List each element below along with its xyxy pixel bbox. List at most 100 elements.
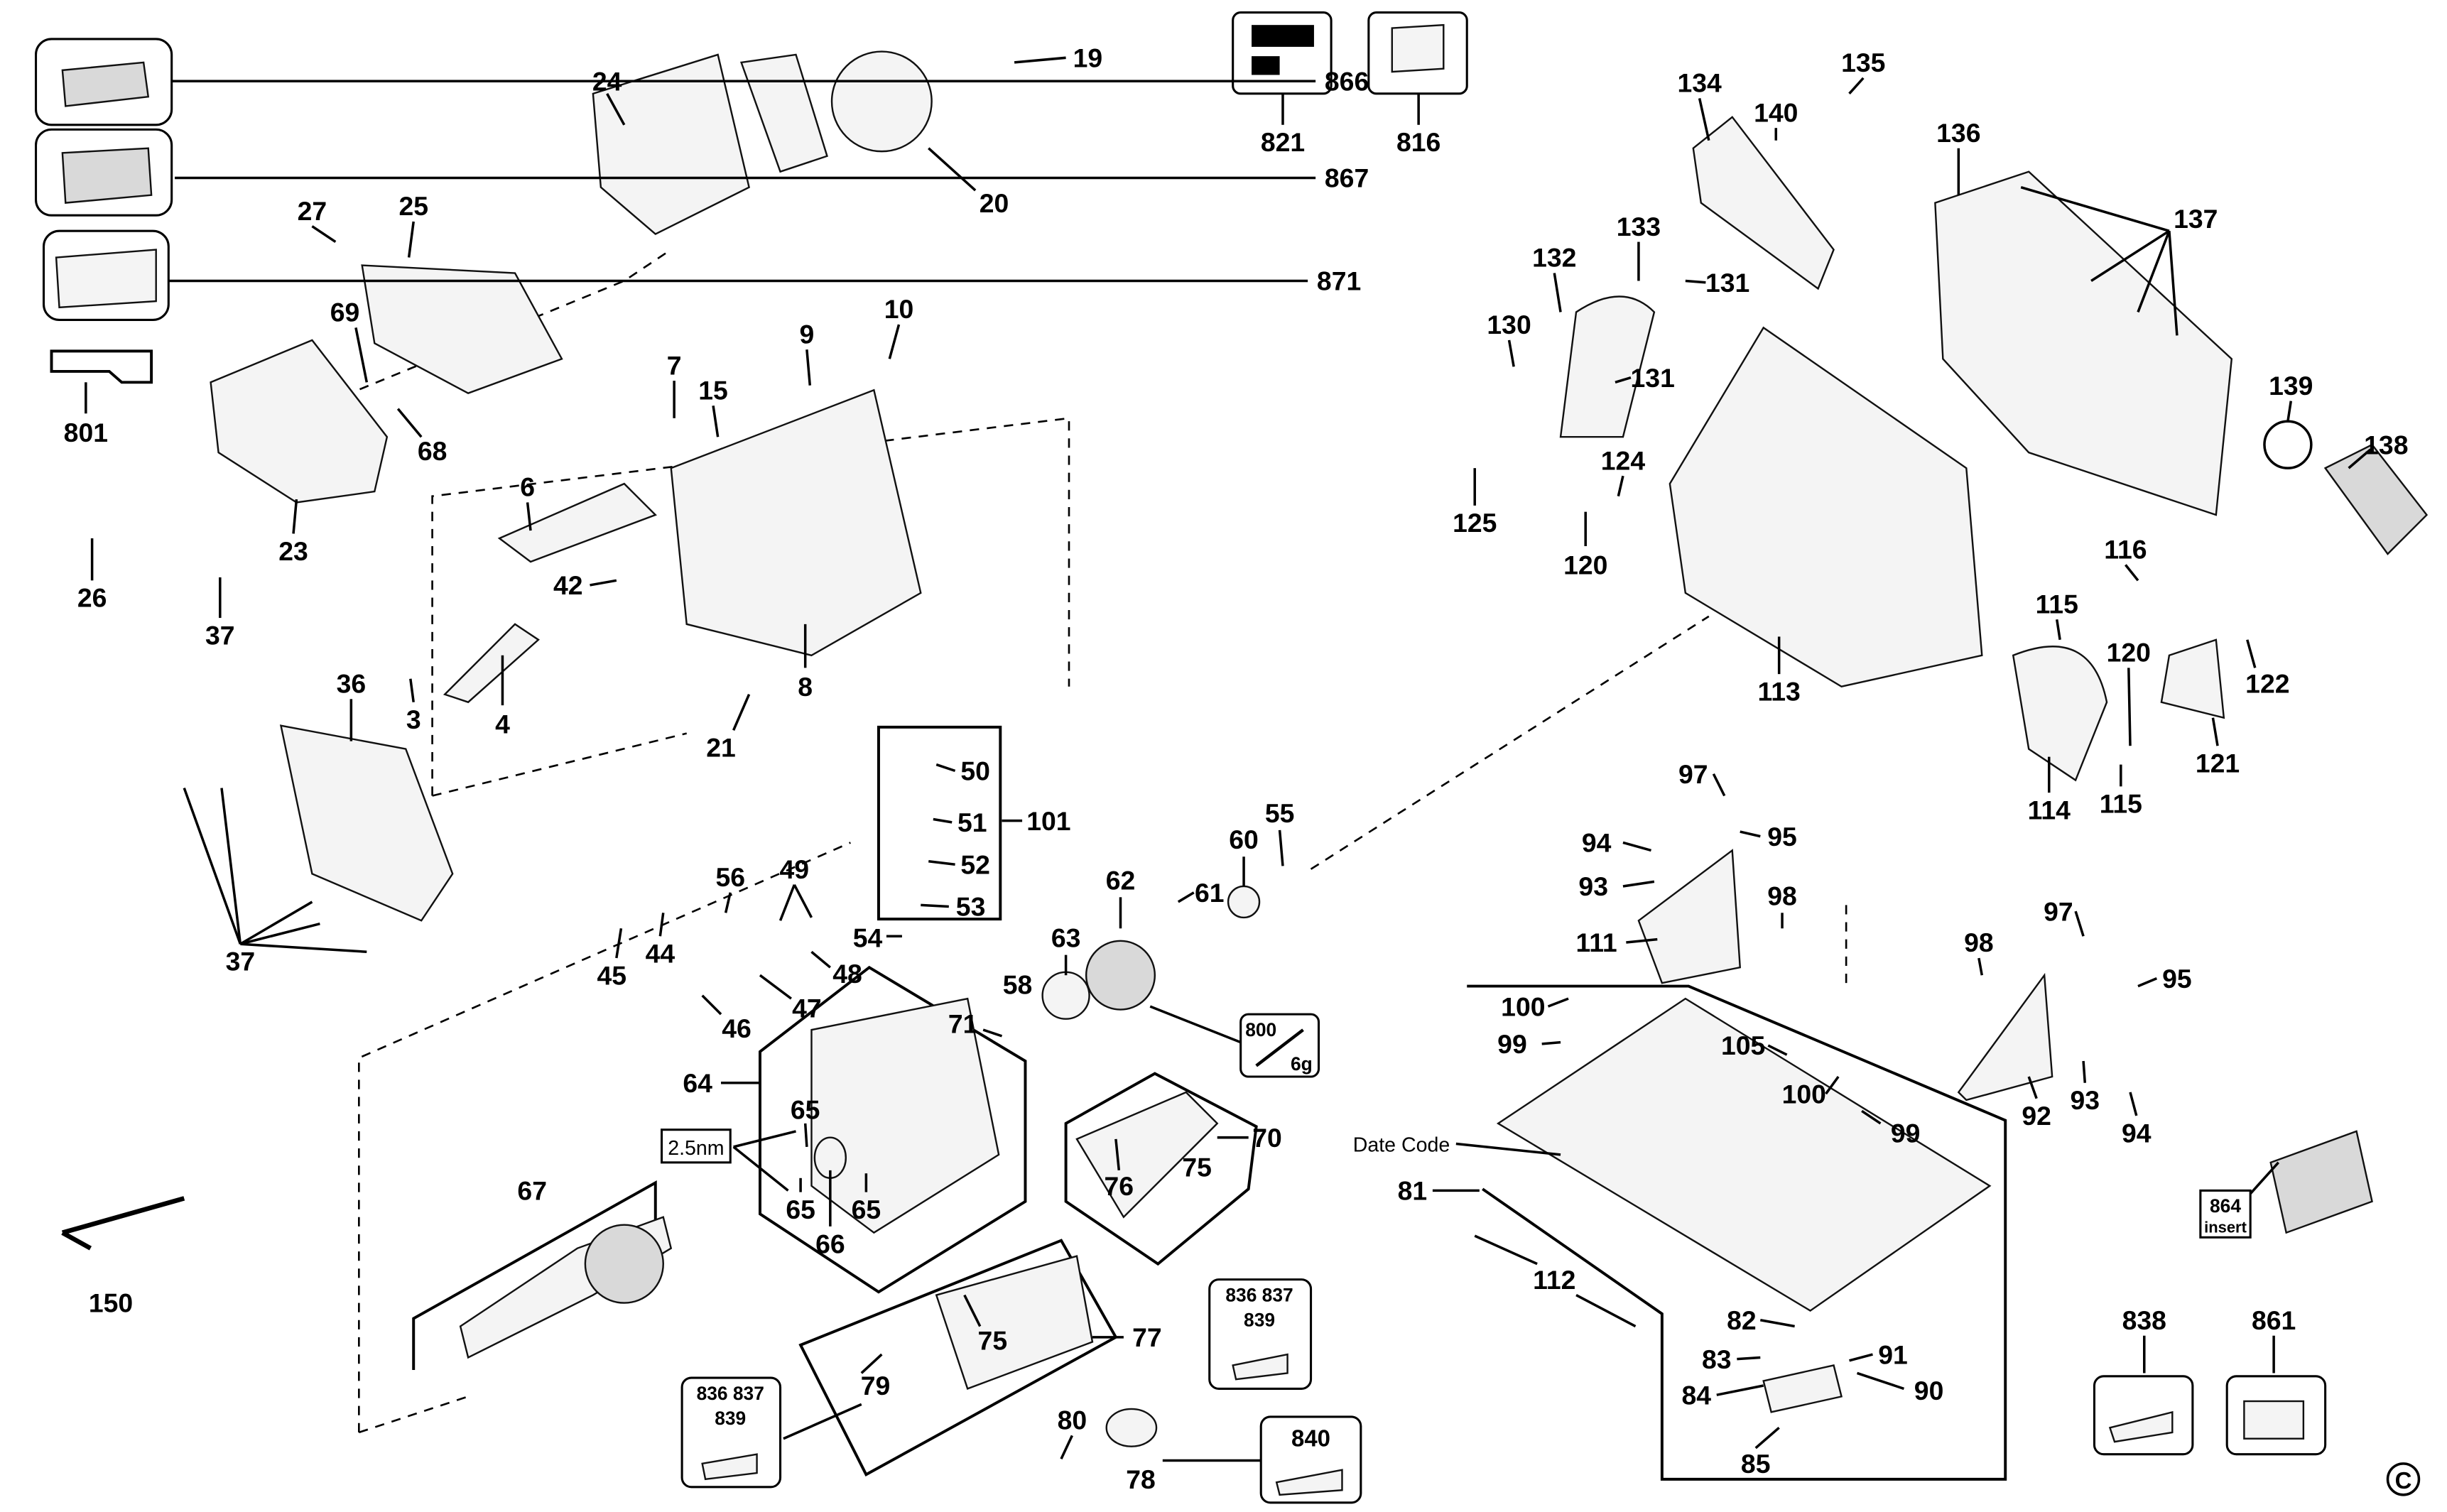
leader-line bbox=[2211, 717, 2219, 746]
leader-line bbox=[963, 1294, 982, 1327]
shield-121 bbox=[2160, 638, 2225, 719]
part-number-label: 134 bbox=[1677, 68, 1722, 98]
part-number-label: 816 bbox=[1396, 127, 1440, 157]
leader-line bbox=[239, 922, 320, 945]
leader-line bbox=[982, 1028, 1003, 1038]
gasket-63 bbox=[1041, 971, 1090, 1020]
part-number-label: 140 bbox=[1754, 97, 1798, 127]
part-number-label: 10 bbox=[884, 294, 914, 324]
part-number-label: 15 bbox=[698, 375, 728, 405]
part-801-shape bbox=[50, 349, 153, 384]
leader-line bbox=[759, 974, 792, 1000]
part-number-label: 150 bbox=[89, 1288, 133, 1318]
housing-25 bbox=[361, 264, 563, 395]
armature-fan bbox=[584, 1224, 664, 1304]
insert-box bbox=[2199, 1189, 2252, 1239]
part-number-label: 37 bbox=[205, 620, 235, 650]
part-number-label: 94 bbox=[1582, 828, 1612, 858]
part-number-label: 3 bbox=[406, 705, 421, 734]
part-number-label: 54 bbox=[853, 923, 883, 953]
copyright-mark: C bbox=[2395, 1467, 2412, 1494]
part-number-label: 76 bbox=[1105, 1171, 1134, 1201]
leader-line bbox=[1716, 1384, 1764, 1396]
part-number-label: 21 bbox=[706, 733, 736, 763]
leader-line bbox=[1977, 957, 1984, 976]
leader-line bbox=[220, 788, 242, 945]
charger-icon bbox=[61, 147, 153, 204]
part-number-label: 867 bbox=[1325, 163, 1369, 193]
part-number-label: 71 bbox=[948, 1008, 978, 1038]
part-number-label: 68 bbox=[418, 436, 447, 466]
leader-line bbox=[2137, 230, 2171, 313]
leader-line bbox=[590, 579, 617, 587]
dash-line-gear-bottom bbox=[358, 1396, 469, 1434]
leader-line bbox=[928, 860, 955, 866]
part-number-label: 65 bbox=[786, 1195, 815, 1224]
part-number-label: 98 bbox=[1964, 928, 1994, 957]
kit-838-icon bbox=[2108, 1410, 2174, 1443]
leader-line bbox=[396, 408, 423, 438]
part-number-label: 6 bbox=[520, 472, 535, 502]
part-number-label: 67 bbox=[517, 1176, 547, 1206]
part-number-label: 62 bbox=[1106, 865, 1136, 895]
part-number-label: 115 bbox=[2036, 589, 2078, 619]
leader-line bbox=[1737, 1356, 1761, 1361]
leader-line bbox=[1547, 997, 1569, 1008]
part-number-label: 82 bbox=[1727, 1305, 1757, 1335]
part-number-label: 95 bbox=[1767, 822, 1797, 852]
leader-line bbox=[1114, 1138, 1121, 1170]
leader-line bbox=[1856, 1371, 1904, 1391]
leader-line bbox=[1698, 98, 1710, 141]
leader-line bbox=[1685, 279, 1706, 284]
leader-line bbox=[1617, 475, 1624, 497]
part-number-label: 131 bbox=[1705, 268, 1749, 298]
part-number-label: 115 bbox=[2100, 789, 2142, 819]
part-number-label: 84 bbox=[1681, 1380, 1711, 1410]
leader-line bbox=[2127, 668, 2132, 746]
part-number-label: 48 bbox=[832, 959, 862, 989]
leader-line bbox=[1149, 1005, 1242, 1044]
insert-text: insert bbox=[2204, 1219, 2247, 1236]
leader-line bbox=[1861, 1109, 1882, 1125]
leader-line bbox=[615, 928, 623, 959]
frame-64 bbox=[758, 965, 1027, 1294]
part-number-label: 866 bbox=[1325, 66, 1369, 96]
part-number-label: 20 bbox=[980, 188, 1009, 218]
leader-line bbox=[928, 147, 977, 192]
leader-line bbox=[658, 913, 665, 937]
part-number-label: 121 bbox=[2196, 749, 2240, 778]
part-number-label: 46 bbox=[722, 1013, 752, 1043]
part-number-label: 51 bbox=[957, 807, 987, 837]
box-texts: 2.5nm 800 6g 864 insert 836 837 839 836 … bbox=[668, 1019, 2411, 1494]
part-number-label: 95 bbox=[2162, 964, 2192, 994]
case-864 bbox=[2269, 1130, 2373, 1234]
leader-line bbox=[1622, 841, 1651, 852]
leader-line bbox=[2027, 1076, 2038, 1099]
kit-a-line1: 836 837 bbox=[1225, 1284, 1293, 1305]
part-number-label: 100 bbox=[1782, 1079, 1826, 1109]
guard-113 bbox=[1669, 326, 1983, 688]
leader-line bbox=[239, 901, 313, 945]
leader-line bbox=[2090, 229, 2170, 282]
part-number-label: 105 bbox=[1721, 1030, 1765, 1060]
part-number-label: 64 bbox=[683, 1068, 712, 1098]
leader-line bbox=[935, 763, 956, 773]
leader-line bbox=[407, 221, 415, 258]
part-number-label: 101 bbox=[1026, 806, 1070, 836]
part-number-label: 7 bbox=[667, 350, 682, 380]
battery-pack-icon bbox=[55, 249, 157, 309]
handle-6 bbox=[497, 482, 657, 563]
leader-line bbox=[1177, 891, 1195, 903]
date-code-label: Date Code bbox=[1353, 1133, 1450, 1156]
part-number-label: 137 bbox=[2174, 204, 2218, 234]
kit-b-line2: 839 bbox=[715, 1408, 746, 1429]
leader-line bbox=[783, 1403, 862, 1440]
board-part bbox=[739, 53, 828, 173]
part-number-label: 66 bbox=[815, 1229, 845, 1258]
leader-line bbox=[1553, 273, 1562, 312]
part-number-label: 85 bbox=[1741, 1449, 1771, 1479]
leader-line bbox=[292, 499, 298, 534]
frame-70 bbox=[1064, 1072, 1258, 1266]
part-number-label: 871 bbox=[1317, 266, 1361, 296]
part-number-label: 100 bbox=[1501, 991, 1545, 1021]
